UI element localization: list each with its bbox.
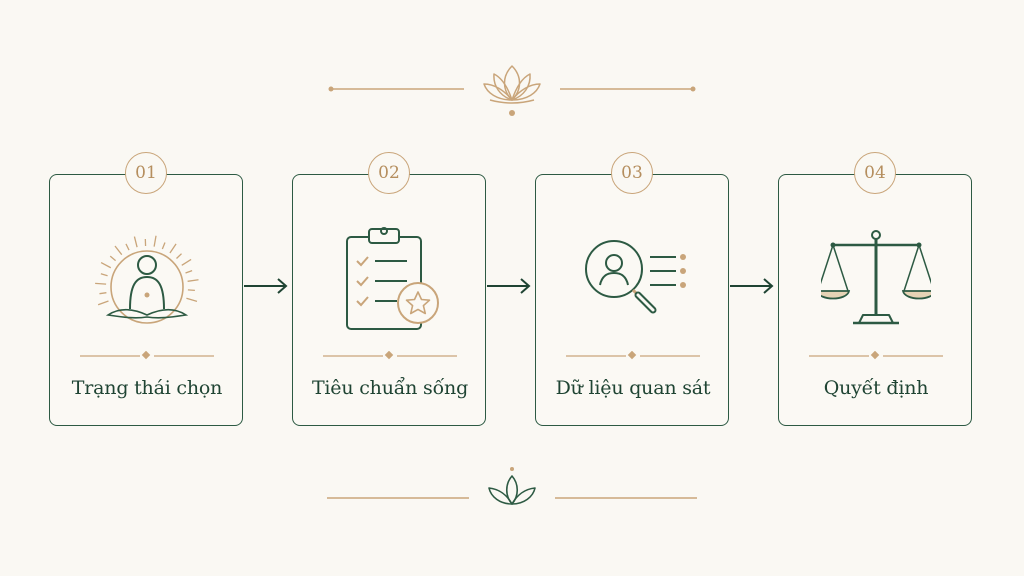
sun-ray xyxy=(99,292,107,295)
step-label: Tiêu chuẩn sống xyxy=(311,377,469,399)
sun-ray xyxy=(114,245,123,256)
step-card-1: Trạng thái chọn xyxy=(49,174,243,426)
divider xyxy=(809,351,943,360)
step-card-4: Quyết định xyxy=(778,174,972,426)
sun-ray xyxy=(161,242,166,250)
sun-ray xyxy=(186,297,198,302)
sun-ray xyxy=(181,258,192,266)
sun-ray xyxy=(169,243,177,254)
sun-ray xyxy=(185,269,193,274)
lotus-small-icon xyxy=(488,475,536,505)
step-label: Trạng thái chọn xyxy=(71,377,223,399)
divider xyxy=(80,351,214,360)
sun-ray xyxy=(100,273,108,277)
lotus-icon xyxy=(483,65,541,104)
step-number-badge: 02 xyxy=(368,152,410,194)
sun-ray xyxy=(97,300,109,306)
magnifier-user-list-icon xyxy=(585,240,686,314)
sun-ray xyxy=(153,235,157,247)
sun-ray xyxy=(100,262,112,269)
sun-ray xyxy=(176,253,182,259)
sun-ray xyxy=(109,255,117,262)
step-number-badge: 04 xyxy=(854,152,896,194)
step-card-2: Tiêu chuẩn sống xyxy=(292,174,486,426)
divider xyxy=(566,351,700,360)
divider xyxy=(323,351,457,360)
step-card-3: Dữ liệu quan sát xyxy=(535,174,729,426)
sun-ray xyxy=(133,236,138,248)
step-label: Quyết định xyxy=(823,377,929,399)
meditation-sun-icon xyxy=(95,235,199,324)
sun-ray xyxy=(187,279,199,282)
step-number-badge: 01 xyxy=(125,152,167,194)
step-label: Dữ liệu quan sát xyxy=(555,377,711,399)
sun-ray xyxy=(95,282,107,285)
arrow-right-icon xyxy=(244,278,288,294)
step-number-badge: 03 xyxy=(611,152,653,194)
arrow-right-icon xyxy=(487,278,531,294)
balance-scale-icon xyxy=(821,230,931,325)
arrow-right-icon xyxy=(730,278,774,294)
clipboard-checklist-star-icon xyxy=(346,227,439,330)
sun-ray xyxy=(125,243,130,251)
